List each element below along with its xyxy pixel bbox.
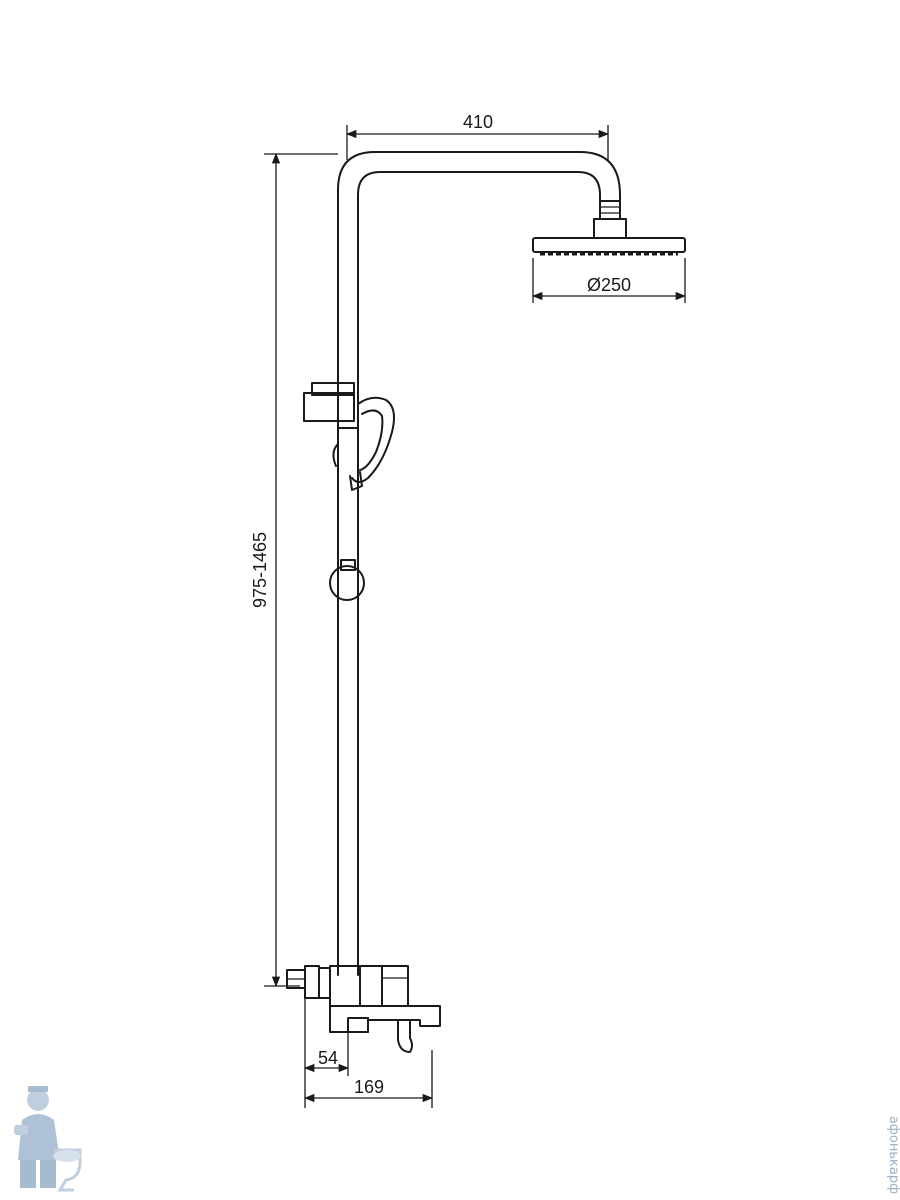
dimension-spout-reach: 169 <box>303 1050 434 1108</box>
dimension-head-diameter: Ø250 <box>531 258 687 303</box>
hand-shower-holder <box>303 382 359 429</box>
plumber-logo <box>14 1086 82 1192</box>
height-range-label: 975-1465 <box>250 532 270 608</box>
overhead-shower-head <box>532 200 686 256</box>
dimension-height-range: 975-1465 <box>250 152 338 988</box>
head-diameter-label: Ø250 <box>587 275 631 295</box>
dimension-arm-length: 410 <box>345 112 610 160</box>
arm-length-label: 410 <box>463 112 493 132</box>
wall-offset-label: 54 <box>318 1048 338 1068</box>
bath-mixer <box>286 965 441 1053</box>
dimension-wall-offset: 54 <box>303 992 350 1108</box>
spout-reach-label: 169 <box>354 1077 384 1097</box>
height-adjuster-knob <box>329 559 365 613</box>
hand-shower <box>332 396 395 491</box>
watermark-site-name: афонькарф <box>886 1116 900 1194</box>
shower-column <box>337 151 621 976</box>
